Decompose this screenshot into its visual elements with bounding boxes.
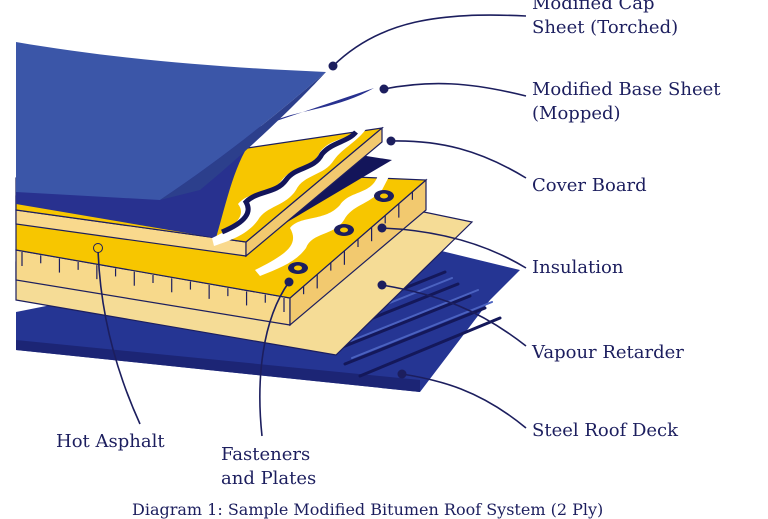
leader-cover-board (390, 140, 527, 179)
label-hot-asphalt: Hot Asphalt (56, 431, 165, 452)
label-vapour-retarder: Vapour Retarder (532, 342, 684, 363)
leader-base-sheet (383, 82, 527, 97)
label-cover-board: Cover Board (532, 175, 647, 196)
hot-asphalt-dot (93, 243, 103, 253)
label-steel-deck: Steel Roof Deck (532, 420, 679, 441)
leader-steel-deck (401, 373, 527, 429)
leader-lines (97, 14, 527, 437)
fastener-plate (374, 190, 394, 202)
label-base-sheet: Modified Base Sheet(Mopped) (532, 79, 721, 124)
label-insulation: Insulation (532, 257, 624, 278)
fastener-plate (288, 262, 308, 274)
leader-vapour-retarder (381, 284, 527, 347)
diagram-caption: Diagram 1: Sample Modified Bitumen Roof … (132, 500, 604, 519)
leader-fasteners (259, 281, 290, 437)
fasteners-and-plates (288, 190, 394, 274)
leader-hot-asphalt (97, 247, 141, 425)
modified-cap-sheet (16, 42, 326, 200)
leader-insulation (381, 227, 527, 269)
leader-cap-sheet (332, 14, 527, 67)
leader-dots (284, 61, 407, 379)
fastener-plate (334, 224, 354, 236)
